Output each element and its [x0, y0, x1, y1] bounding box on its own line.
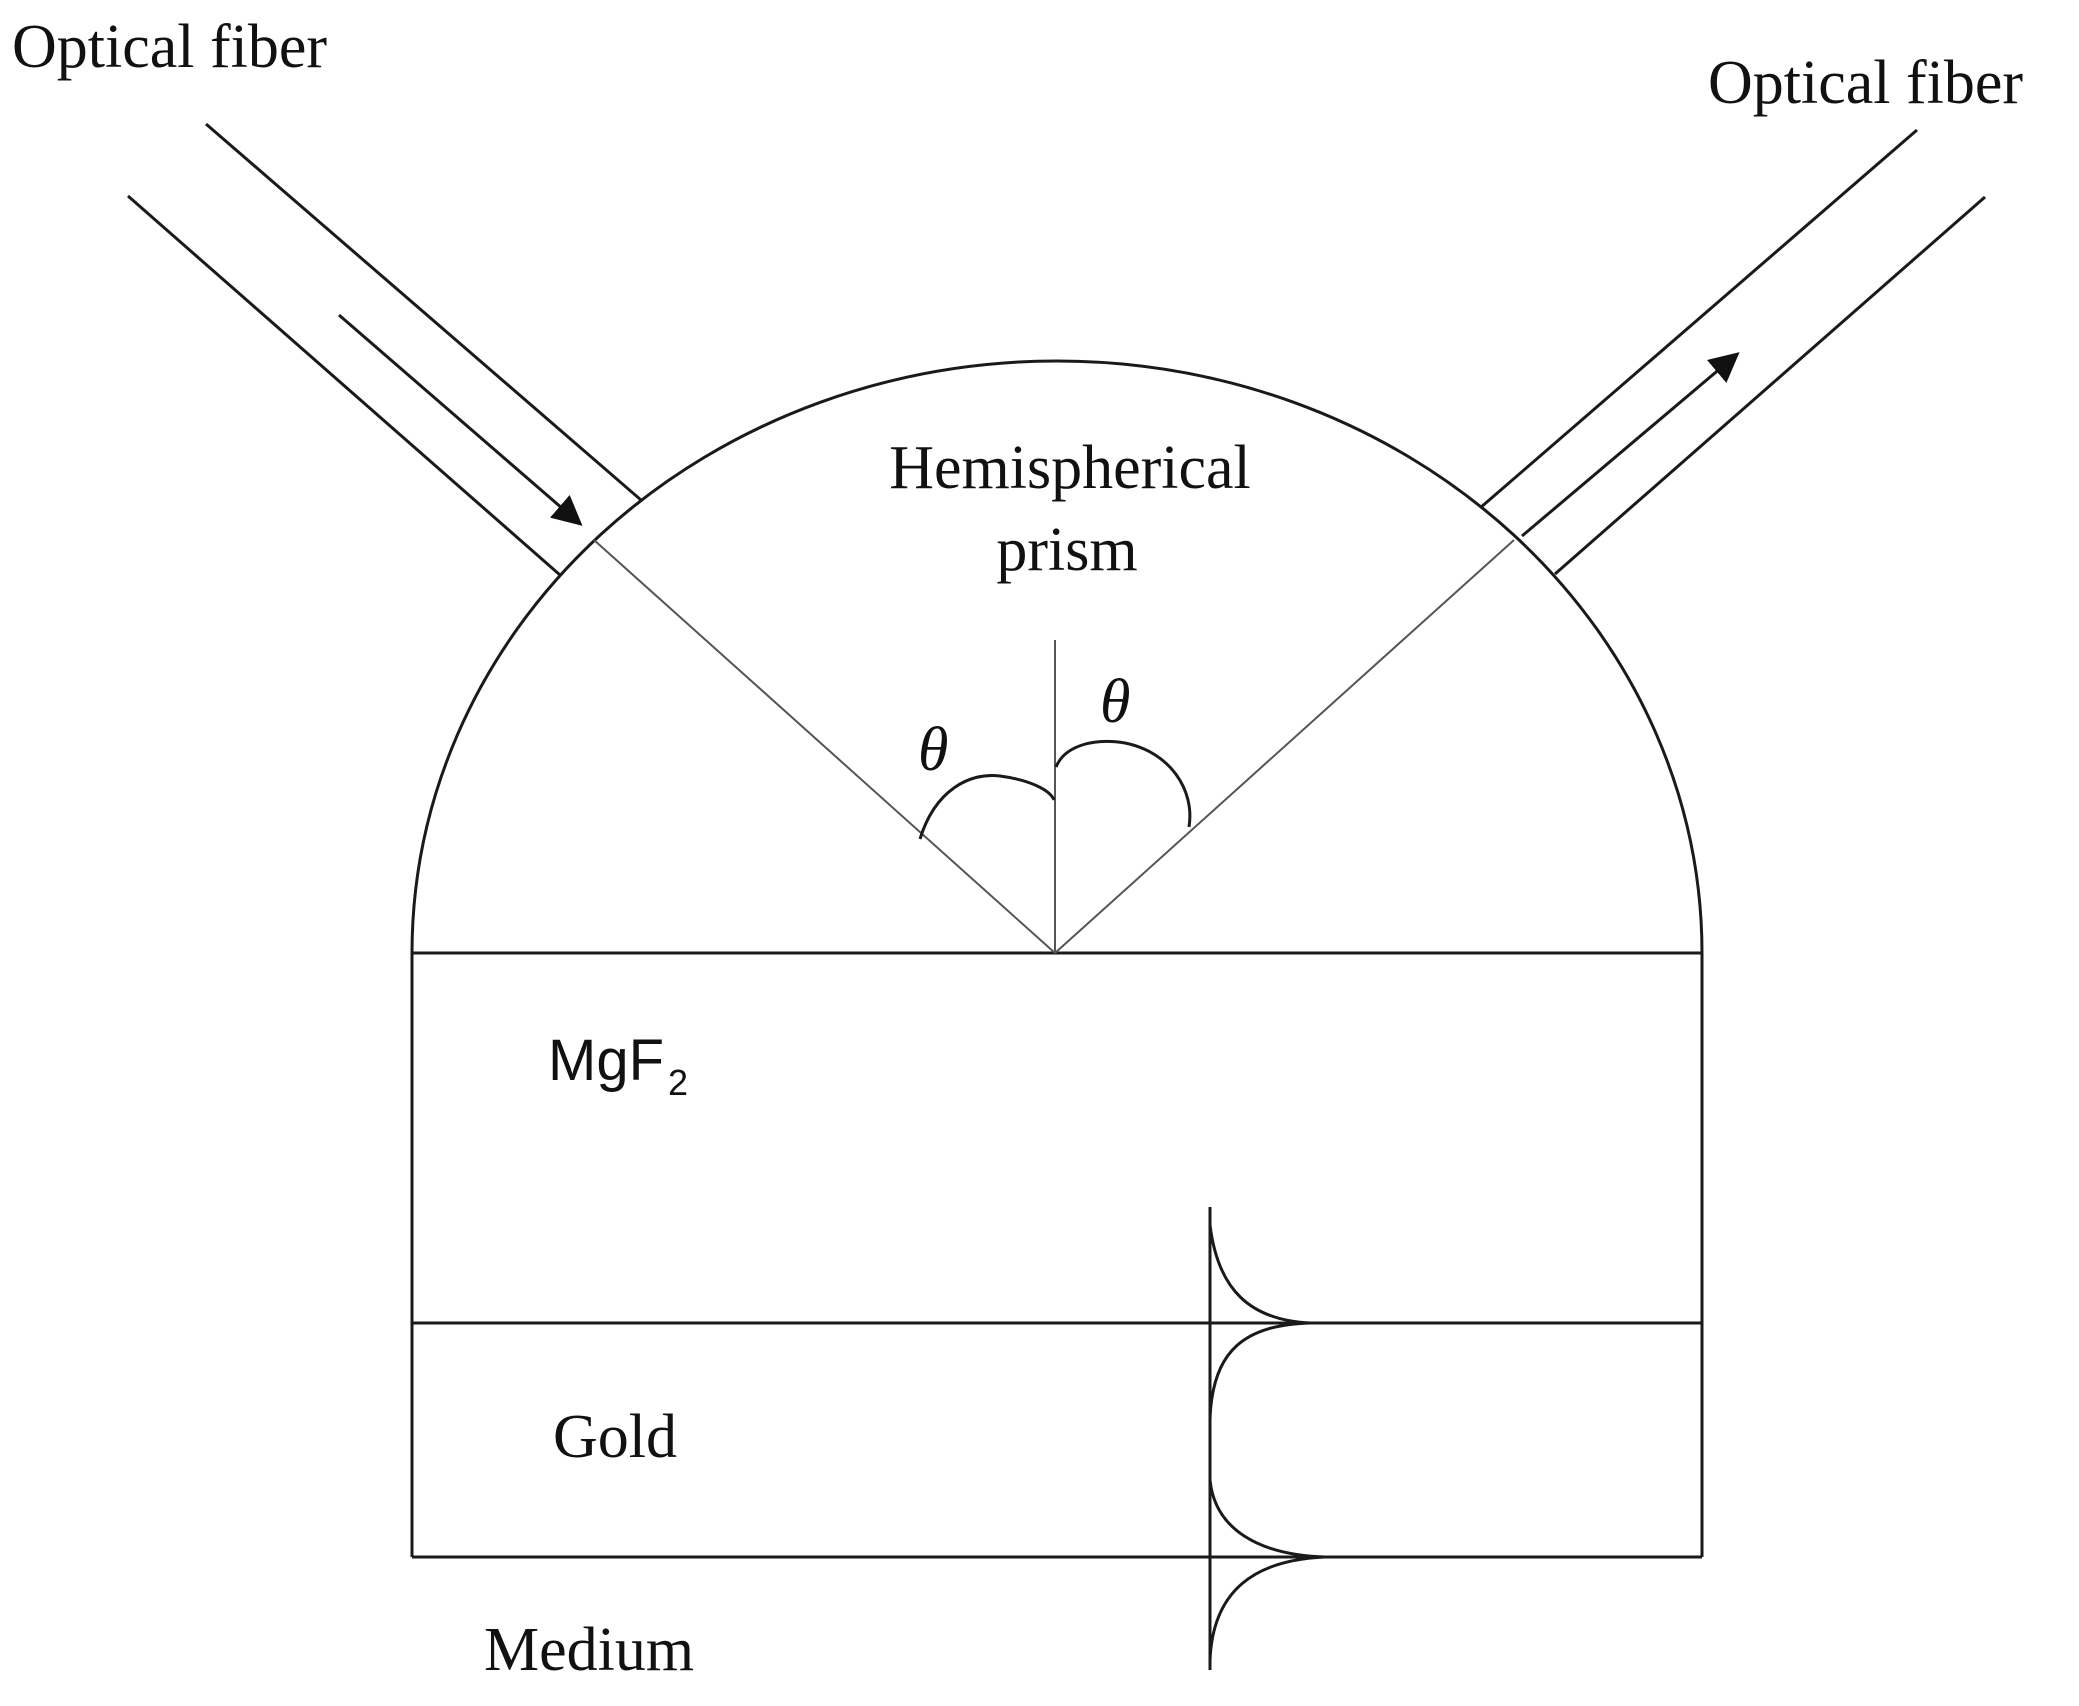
right-fiber-label: Optical fiber — [1708, 49, 2023, 117]
left-fiber-lower-wall — [127, 194, 561, 577]
reflected-ray — [1054, 539, 1515, 954]
prism-label-line2: prism — [996, 516, 1137, 584]
right-fiber-upper-wall — [1479, 128, 1918, 510]
hemisphere-outline — [410, 359, 1704, 954]
field-decay-curve-gold — [1208, 1479, 1326, 1559]
angle-arc-left — [918, 773, 1056, 840]
left-fiber-upper-wall — [205, 122, 642, 502]
left-fiber-label: Optical fiber — [12, 13, 327, 81]
prism-label-line1: Hemispherical — [889, 434, 1251, 502]
angle-arc-right — [1054, 739, 1192, 828]
svg-text:MgF: MgF — [548, 1028, 664, 1093]
gold-label: Gold — [553, 1403, 677, 1471]
incident-ray — [593, 539, 1056, 954]
field-rise-curve-gold — [1208, 1321, 1311, 1421]
angle-label-left: θ — [918, 716, 948, 784]
svg-text:2: 2 — [668, 1062, 688, 1103]
reflected-light-arrow — [1521, 352, 1740, 538]
field-decay-curve-mgf2 — [1208, 1224, 1311, 1325]
medium-label: Medium — [484, 1616, 694, 1684]
field-decay-curve-medium — [1208, 1555, 1326, 1661]
incident-light-arrow — [338, 313, 583, 526]
right-fiber-lower-wall — [1554, 195, 1986, 576]
angle-label-right: θ — [1100, 668, 1130, 736]
mgf2-label: MgF 2 — [548, 1028, 688, 1103]
